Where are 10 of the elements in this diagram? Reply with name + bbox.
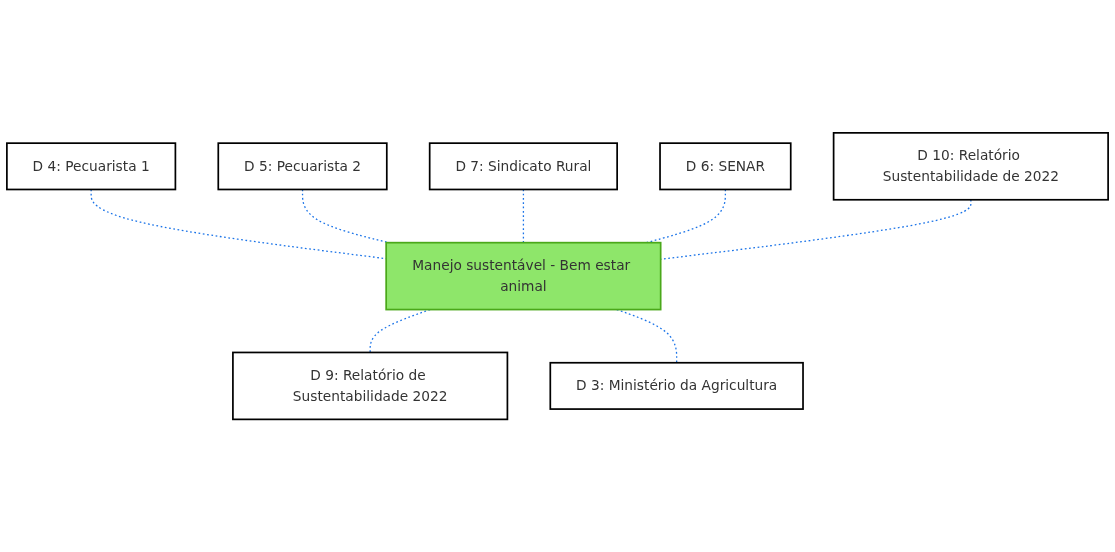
- node-box: D 6: SENAR: [659, 142, 792, 191]
- node-box: Manejo sustentável - Bem estar animal: [385, 241, 662, 311]
- node-box: D 10: Relatório Sustentabilidade de 2022: [832, 131, 1109, 201]
- node-box: D 9: Relatório de Sustentabilidade 2022: [232, 351, 509, 421]
- node-box: D 3: Ministério da Agricultura: [549, 361, 804, 410]
- node-box: D 7: Sindicato Rural: [428, 142, 618, 191]
- connector: [90, 188, 387, 260]
- node-box: D 5: Pecuarista 2: [217, 142, 388, 191]
- connector: [660, 199, 972, 260]
- node-box: D 4: Pecuarista 1: [6, 142, 177, 191]
